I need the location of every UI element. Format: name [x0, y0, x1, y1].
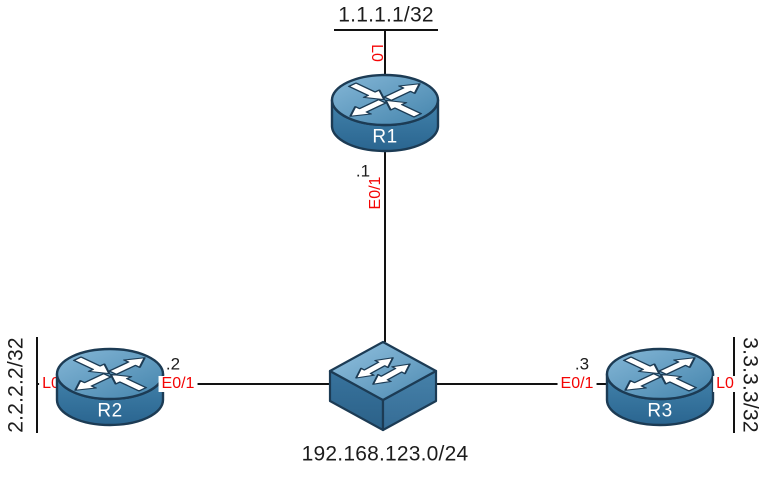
r1-name-label: R1 [372, 126, 398, 148]
r1-loopback-ip-label: 1.1.1.1/32 [338, 3, 434, 27]
r3-loopback-ip-label: 3.3.3.3/32 [738, 337, 762, 433]
r2-loopback-ip-label: 2.2.2.2/32 [4, 337, 28, 433]
r3-loopback-interface-label: L0 [713, 376, 737, 392]
switch-icon [327, 339, 439, 433]
r2-lan-interface-label: E0/1 [158, 376, 198, 392]
r2-name-label: R2 [97, 400, 123, 422]
r2-loopback-underline [36, 337, 38, 433]
r3-name-label: R3 [647, 400, 673, 422]
r1-loopback-underline [334, 29, 438, 31]
r1-lan-interface-label: E0/1 [367, 176, 384, 210]
r1-loopback-stub-line [384, 31, 386, 74]
r3-host-octet-label: .3 [574, 354, 590, 374]
lan-segment-right-line [435, 383, 608, 385]
r3-lan-interface-label: E0/1 [557, 376, 597, 392]
r1-loopback-interface-label: L0 [368, 44, 385, 62]
r1-lan-link-line [384, 150, 386, 342]
lan-subnet-label: 192.168.123.0/24 [301, 442, 469, 466]
r1-host-octet-label: .1 [355, 161, 371, 181]
lan-segment-left-line [159, 383, 332, 385]
r2-host-octet-label: .2 [165, 354, 181, 374]
